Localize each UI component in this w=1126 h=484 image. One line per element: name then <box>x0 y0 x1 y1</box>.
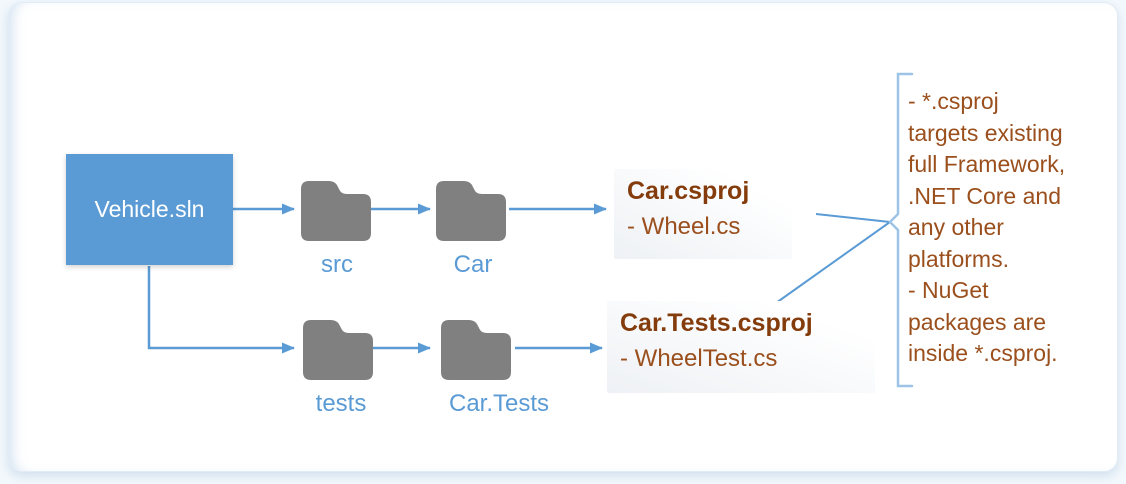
note-line: full Framework, <box>908 151 1066 177</box>
folder-icon-cartests <box>441 316 511 380</box>
note-line: inside *.csproj. <box>908 340 1058 366</box>
note-line: .NET Core and <box>908 182 1061 209</box>
project-item-wheeltest: - WheelTest.cs <box>620 345 778 372</box>
note-text: - *.csproj targets existing full Framewo… <box>908 86 1108 370</box>
folder-icon-src <box>301 177 371 241</box>
folder-label-car: Car <box>453 251 493 278</box>
note-line: packages are <box>908 308 1047 335</box>
project-block-cartests: Car.Tests.csproj - WheelTest.cs <box>607 301 875 393</box>
folder-label-src: src <box>321 251 353 278</box>
folder-icon-car <box>436 177 506 241</box>
solution-label: Vehicle.sln <box>94 196 205 222</box>
project-title-cartests: Car.Tests.csproj <box>620 309 813 337</box>
note-line: targets existing <box>908 119 1063 146</box>
note-line: any other <box>908 214 1004 240</box>
note-line: - NuGet <box>908 277 989 303</box>
folder-icon-tests <box>303 316 373 380</box>
folder-label-cartests: Car.Tests <box>448 390 550 417</box>
note-line: - *.csproj <box>908 88 999 114</box>
project-item-wheel: - Wheel.cs <box>627 213 741 240</box>
note-line: platforms. <box>908 245 1009 272</box>
solution-node: Vehicle.sln <box>66 154 233 265</box>
folder-label-tests: tests <box>315 390 367 417</box>
project-block-car: Car.csproj - Wheel.cs <box>614 169 792 259</box>
project-title-car: Car.csproj <box>627 177 750 205</box>
